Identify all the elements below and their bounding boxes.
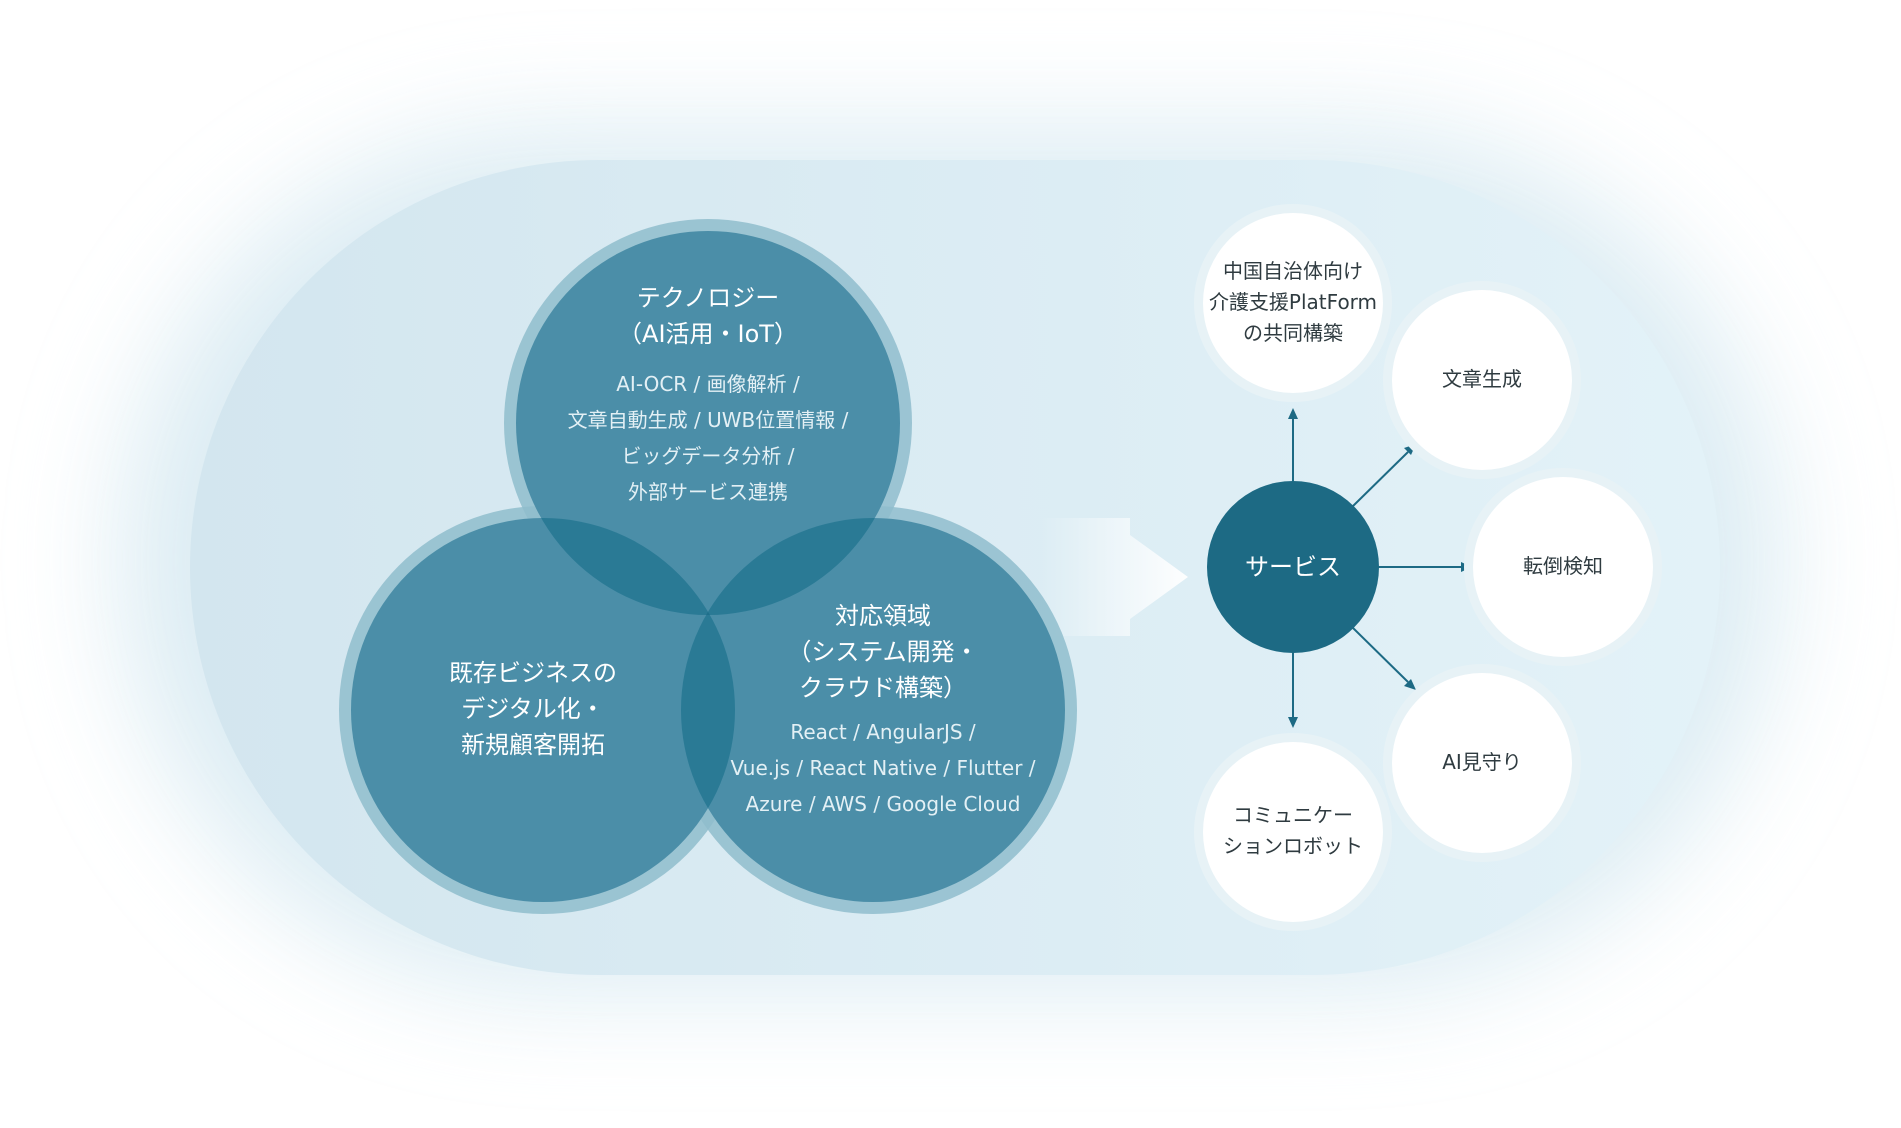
technology-item-4: 外部サービス連携 (628, 480, 788, 504)
arrowhead-china (1288, 408, 1298, 419)
domain-item-3: Azure / AWS / Google Cloud (745, 792, 1021, 816)
business-text: 既存ビジネスの デジタル化・ 新規顧客開拓 (413, 655, 653, 763)
domain-title-line-3: クラウド構築） (799, 674, 967, 702)
technology-circle (516, 231, 900, 615)
technology-item-1: AI-OCR / 画像解析 / (616, 372, 800, 396)
node-robot-circle (1203, 742, 1383, 922)
service-center-label: サービス (1245, 553, 1341, 581)
business-title-line-1: 既存ビジネスの (449, 659, 617, 687)
service-arrows (1288, 408, 1472, 728)
domain-text: 対応領域 （システム開発・ クラウド構築） React / AngularJS … (723, 598, 1043, 822)
node-china-line-1: 中国自治体向け (1223, 259, 1363, 283)
business-title-line-3: 新規顧客開拓 (461, 731, 605, 759)
domain-item-1: React / AngularJS / (790, 720, 976, 744)
node-robot-line-2: ションロボット (1223, 834, 1363, 858)
domain-title-line-2: （システム開発・ (787, 638, 979, 666)
node-robot-label: コミュニケー ションロボット (1203, 800, 1383, 862)
technology-title-line-1: テクノロジー (636, 284, 780, 312)
node-tentou-circle (1473, 477, 1653, 657)
node-tentou-line-1: 転倒検知 (1523, 554, 1603, 578)
business-title-line-2: デジタル化・ (461, 695, 605, 723)
node-tentou-label: 転倒検知 (1473, 551, 1653, 582)
technology-title-line-2: （AI活用・IoT） (618, 320, 798, 348)
node-bunsho-line-1: 文章生成 (1442, 367, 1522, 391)
arrowhead-robot (1288, 717, 1298, 728)
service-nodes (1194, 204, 1662, 931)
transition-arrow (1040, 518, 1188, 636)
node-robot-line-1: コミュニケー (1233, 803, 1353, 827)
technology-item-3: ビッグデータ分析 / (621, 444, 795, 468)
business-circle (351, 518, 735, 902)
node-china-label: 中国自治体向け 介護支援PlatForm の共同構築 (1203, 256, 1383, 349)
technology-text: テクノロジー （AI活用・IoT） AI-OCR / 画像解析 / 文章自動生成… (558, 280, 858, 510)
arrow-to-mimamori (1351, 626, 1409, 683)
node-mimamori-circle (1392, 673, 1572, 853)
domain-title-line-1: 対応領域 (835, 602, 931, 630)
service-center-circle (1207, 481, 1379, 653)
node-bunsho-circle (1392, 290, 1572, 470)
node-china-circle (1203, 213, 1383, 393)
arrow-to-bunsho (1351, 451, 1409, 508)
domain-circle (681, 518, 1065, 902)
node-mimamori-label: AI見守り (1392, 747, 1572, 778)
technology-item-2: 文章自動生成 / UWB位置情報 / (567, 408, 849, 432)
node-bunsho-label: 文章生成 (1392, 364, 1572, 395)
node-china-line-3: の共同構築 (1243, 321, 1343, 345)
arrowhead-mimamori (1404, 679, 1416, 690)
node-mimamori-line-1: AI見守り (1442, 750, 1522, 774)
domain-item-2: Vue.js / React Native / Flutter / (730, 756, 1036, 780)
node-china-line-2: 介護支援PlatForm (1208, 290, 1378, 314)
